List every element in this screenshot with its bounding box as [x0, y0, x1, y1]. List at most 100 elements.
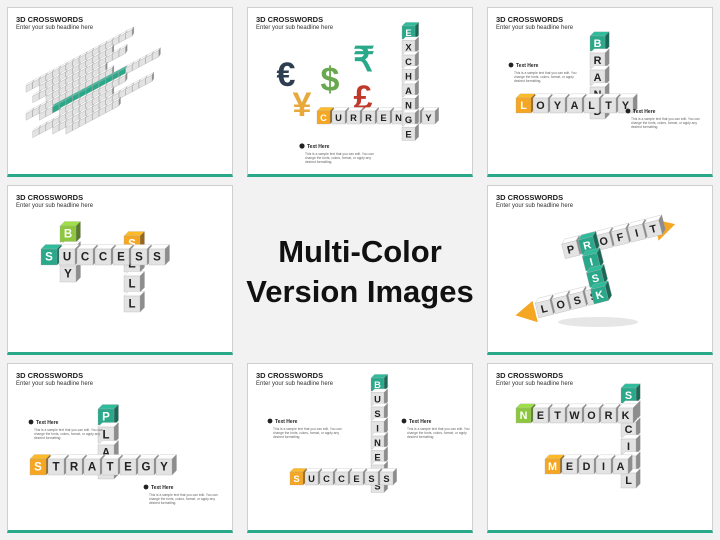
slide-thumbnail-6[interactable]: 3D CROSSWORDS Enter your sub headline he…	[7, 363, 233, 533]
letter-cube: U	[370, 388, 389, 406]
svg-text:S: S	[383, 474, 389, 484]
letter-cube: L	[97, 422, 119, 444]
letter-cube: R	[361, 106, 380, 125]
svg-text:T: T	[52, 462, 59, 474]
svg-text:L: L	[540, 303, 550, 316]
letter-cube: A	[589, 65, 610, 86]
slide-subtitle: Enter your sub headline here	[16, 203, 94, 209]
slide-thumbnail-5[interactable]: 3D CROSSWORDS Enter your sub headline he…	[487, 185, 713, 355]
letter-cube: E	[401, 123, 420, 141]
letter-cube: L	[123, 271, 145, 293]
svg-text:Text Here: Text Here	[151, 485, 174, 491]
slide-subtitle: Enter your sub headline here	[16, 381, 94, 387]
svg-text:C: C	[323, 474, 330, 484]
svg-text:A: A	[571, 100, 579, 112]
letter-cube	[145, 71, 155, 85]
svg-text:A: A	[405, 86, 412, 96]
success-buy-sell-art: BUYSELLSUCCESS	[40, 221, 170, 313]
svg-text:X: X	[405, 43, 412, 53]
slide-subtitle: Enter your sub headline here	[16, 25, 94, 31]
svg-text:O: O	[536, 100, 544, 112]
svg-text:N: N	[520, 410, 528, 422]
svg-text:B: B	[64, 229, 72, 241]
slide-thumbnail-1[interactable]: 3D CROSSWORDS Enter your sub headline he…	[7, 7, 233, 177]
svg-text:Text Here: Text Here	[36, 420, 59, 426]
svg-text:Y: Y	[64, 269, 72, 281]
note-text-here: Text Here This is a sample text that you…	[267, 418, 470, 439]
svg-text:N: N	[374, 438, 381, 448]
svg-text:S: S	[374, 482, 380, 492]
letter-cube: N	[515, 403, 536, 424]
profit-risk-loss-art: PROFITLOSSRISK	[515, 214, 676, 327]
svg-text:K: K	[622, 410, 630, 422]
svg-text:S: S	[591, 272, 601, 285]
svg-text:E: E	[566, 461, 573, 473]
letter-cube: T	[600, 93, 621, 114]
svg-text:E: E	[374, 453, 380, 463]
currency-symbol-icon: $	[321, 61, 340, 99]
letter-cube: S	[370, 402, 389, 421]
letter-cube	[125, 26, 135, 40]
letter-cube: N	[370, 431, 389, 450]
svg-text:C: C	[405, 57, 412, 67]
svg-text:C: C	[320, 113, 327, 123]
svg-text:This is a sample text that you: This is a sample text that you can edit.…	[407, 427, 470, 431]
svg-text:R: R	[365, 113, 372, 123]
loyalty-brand-art: BRANDLOYALTY Text Here This is a sample …	[508, 31, 700, 129]
currency-symbol-icon: ₹	[353, 41, 375, 79]
slide-thumbnail-8[interactable]: 3D CROSSWORDS Enter your sub headline he…	[487, 363, 713, 533]
letter-cube	[105, 86, 115, 100]
svg-text:W: W	[569, 410, 580, 422]
svg-text:P: P	[102, 412, 110, 424]
svg-text:change the fonts, colors, form: change the fonts, colors, format, or app…	[34, 432, 100, 436]
letter-cube: E	[119, 454, 141, 476]
network-social-media-art: SOCIALNETWORKMEDIA	[515, 383, 641, 489]
letter-cube	[118, 72, 128, 86]
letter-cube: S	[379, 467, 398, 486]
svg-text:A: A	[88, 462, 97, 474]
letter-cube: E	[349, 467, 368, 486]
svg-text:S: S	[45, 252, 53, 264]
svg-text:N: N	[405, 101, 412, 111]
svg-text:G: G	[142, 462, 151, 474]
letter-cube: X	[401, 36, 420, 54]
svg-text:M: M	[548, 461, 557, 473]
slide-title: 3D CROSSWORDS	[16, 193, 84, 202]
svg-text:E: E	[405, 130, 411, 140]
slide-thumbnail-3[interactable]: 3D CROSSWORDS Enter your sub headline he…	[487, 7, 713, 177]
svg-text:D: D	[583, 461, 591, 473]
slide-title: 3D CROSSWORDS	[16, 15, 84, 24]
slide-thumbnail-2[interactable]: 3D CROSSWORDS Enter your sub headline he…	[247, 7, 473, 177]
slide-title: 3D CROSSWORDS	[496, 371, 564, 380]
svg-text:This is a sample text that you: This is a sample text that you can edit.…	[305, 152, 374, 156]
slide-thumbnail-7[interactable]: 3D CROSSWORDS Enter your sub headline he…	[247, 363, 473, 533]
slide-title: 3D CROSSWORDS	[16, 371, 84, 380]
letter-cube: C	[319, 467, 338, 486]
letter-cube: R	[65, 454, 87, 476]
svg-text:C: C	[81, 252, 89, 264]
letter-cube: R	[589, 48, 610, 69]
svg-text:I: I	[376, 424, 379, 434]
letter-cube	[105, 44, 115, 58]
svg-text:E: E	[380, 113, 386, 123]
letter-cube: T	[47, 454, 69, 476]
svg-text:This is a sample text that you: This is a sample text that you can edit.…	[149, 493, 218, 497]
letter-cube: Y	[421, 106, 440, 125]
currency-symbol-icon: ¥	[293, 86, 312, 124]
strategy-plan-art: PLANSTRATEGY Text Here This is a sample …	[28, 404, 218, 505]
svg-text:E: E	[405, 28, 411, 38]
letter-cube: Y	[549, 93, 570, 114]
letter-cube: Y	[155, 454, 177, 476]
svg-text:change the fonts, colors, form: change the fonts, colors, format, or app…	[273, 431, 339, 435]
letter-cube	[151, 47, 161, 61]
letter-cube: E	[532, 403, 553, 424]
letter-cube	[112, 96, 121, 110]
svg-text:change the fonts, colors, form: change the fonts, colors, format, or app…	[514, 75, 574, 79]
note-text-here: Text Here This is a sample text that you…	[299, 143, 374, 164]
slide-thumbnail-4[interactable]: 3D CROSSWORDS Enter your sub headline he…	[7, 185, 233, 355]
letter-cube: O	[532, 93, 553, 114]
svg-text:T: T	[106, 462, 113, 474]
letter-cube: R	[346, 106, 365, 125]
letter-cube: T	[101, 454, 123, 476]
letter-cube	[85, 47, 95, 61]
